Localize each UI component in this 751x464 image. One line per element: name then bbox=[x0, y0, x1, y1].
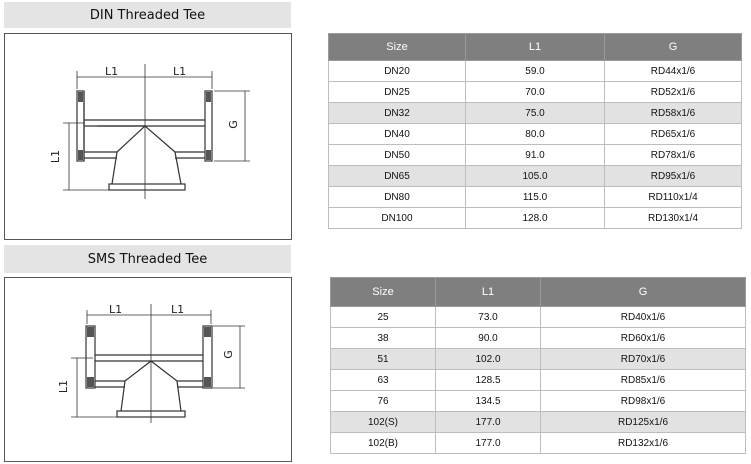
din-cell-l1: 59.0 bbox=[465, 60, 605, 82]
din-cell-size: DN40 bbox=[328, 123, 466, 145]
sms-cell-g: RD85x1/6 bbox=[540, 369, 746, 391]
din-cell-l1: 128.0 bbox=[465, 207, 605, 229]
din-cell-g: RD95x1/6 bbox=[604, 165, 742, 187]
din-cell-l1: 91.0 bbox=[465, 144, 605, 166]
sms-cell-l1: 102.0 bbox=[435, 348, 541, 370]
sms-cell-size: 38 bbox=[330, 327, 436, 349]
sms-cell-l1: 177.0 bbox=[435, 432, 541, 454]
sms-cell-g: RD60x1/6 bbox=[540, 327, 746, 349]
sms-dim-l1-left: L1 bbox=[109, 303, 123, 316]
sms-cell-l1: 90.0 bbox=[435, 327, 541, 349]
din-cell-g: RD52x1/6 bbox=[604, 81, 742, 103]
din-cell-size: DN65 bbox=[328, 165, 466, 187]
din-cell-l1: 105.0 bbox=[465, 165, 605, 187]
sms-cell-size: 102(S) bbox=[330, 411, 436, 433]
sms-cell-size: 63 bbox=[330, 369, 436, 391]
din-cell-size: DN100 bbox=[328, 207, 466, 229]
sms-cell-g: RD70x1/6 bbox=[540, 348, 746, 370]
sms-dim-g: G bbox=[221, 350, 235, 359]
din-dim-l1-right: L1 bbox=[173, 65, 187, 78]
din-header-size: Size bbox=[328, 33, 466, 61]
din-cell-g: RD65x1/6 bbox=[604, 123, 742, 145]
sms-header-size: Size bbox=[330, 277, 436, 307]
din-dim-g: G bbox=[226, 120, 240, 129]
din-cell-l1: 115.0 bbox=[465, 186, 605, 208]
sms-cell-l1: 73.0 bbox=[435, 306, 541, 328]
din-dim-l1-vertical: L1 bbox=[49, 149, 63, 164]
sms-dim-l1-right: L1 bbox=[171, 303, 185, 316]
din-cell-size: DN50 bbox=[328, 144, 466, 166]
sms-cell-size: 25 bbox=[330, 306, 436, 328]
sms-header-g: G bbox=[540, 277, 746, 307]
sms-cell-g: RD98x1/6 bbox=[540, 390, 746, 412]
din-cell-g: RD78x1/6 bbox=[604, 144, 742, 166]
din-tee-drawing: L1 L1 G L1 bbox=[4, 33, 292, 240]
sms-section-title: SMS Threaded Tee bbox=[4, 245, 291, 273]
sms-header-l1: L1 bbox=[435, 277, 541, 307]
din-header-g: G bbox=[604, 33, 742, 61]
din-cell-size: DN20 bbox=[328, 60, 466, 82]
din-cell-l1: 75.0 bbox=[465, 102, 605, 124]
din-cell-g: RD44x1/6 bbox=[604, 60, 742, 82]
din-cell-size: DN25 bbox=[328, 81, 466, 103]
sms-cell-l1: 177.0 bbox=[435, 411, 541, 433]
din-section-title: DIN Threaded Tee bbox=[4, 2, 291, 28]
din-cell-l1: 80.0 bbox=[465, 123, 605, 145]
sms-dim-l1-vertical: L1 bbox=[57, 379, 71, 394]
sms-cell-size: 51 bbox=[330, 348, 436, 370]
sms-table-header-row: Size L1 G bbox=[330, 277, 746, 307]
din-dim-l1-left: L1 bbox=[105, 65, 119, 78]
din-cell-size: DN80 bbox=[328, 186, 466, 208]
din-table-header-row: Size L1 G bbox=[328, 33, 742, 61]
sms-cell-g: RD125x1/6 bbox=[540, 411, 746, 433]
sms-tee-diagram bbox=[71, 304, 245, 423]
sms-cell-size: 102(B) bbox=[330, 432, 436, 454]
din-cell-g: RD58x1/6 bbox=[604, 102, 742, 124]
din-cell-g: RD130x1/4 bbox=[604, 207, 742, 229]
sms-cell-g: RD132x1/6 bbox=[540, 432, 746, 454]
din-cell-g: RD110x1/4 bbox=[604, 186, 742, 208]
sms-cell-l1: 134.5 bbox=[435, 390, 541, 412]
din-cell-l1: 70.0 bbox=[465, 81, 605, 103]
sms-cell-size: 76 bbox=[330, 390, 436, 412]
sms-tee-drawing: L1 L1 G L1 bbox=[4, 277, 292, 462]
din-cell-size: DN32 bbox=[328, 102, 466, 124]
sms-cell-g: RD40x1/6 bbox=[540, 306, 746, 328]
din-header-l1: L1 bbox=[465, 33, 605, 61]
sms-cell-l1: 128.5 bbox=[435, 369, 541, 391]
din-tee-diagram bbox=[63, 64, 250, 199]
